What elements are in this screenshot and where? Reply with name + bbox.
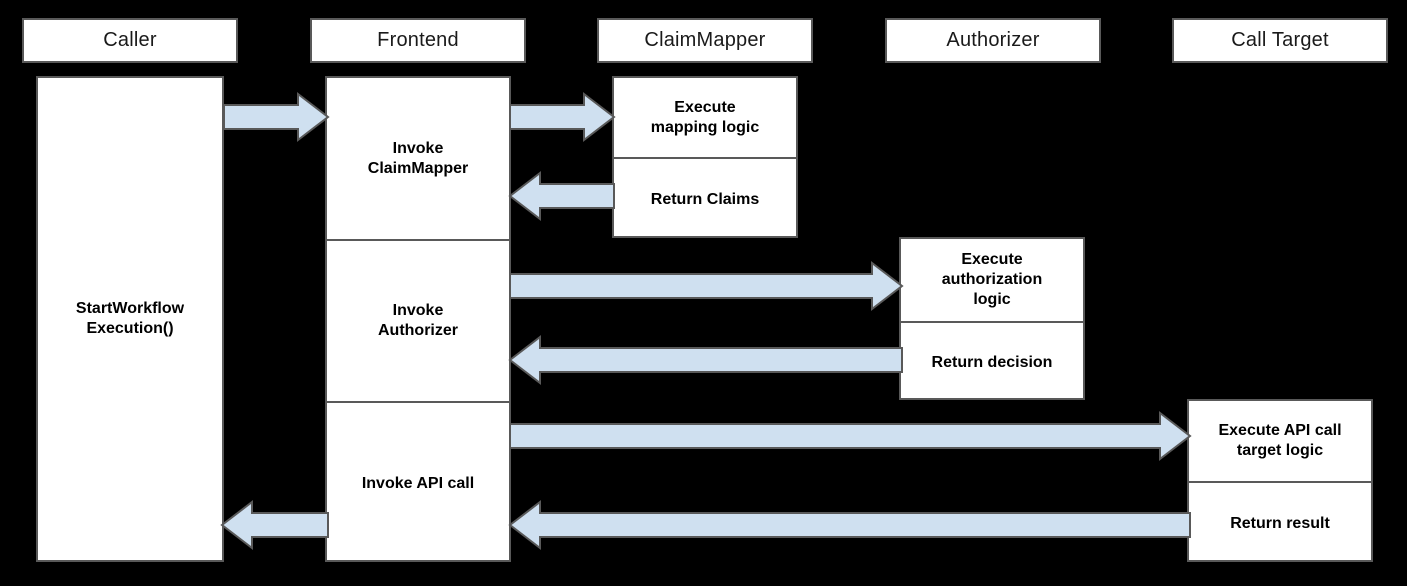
message-arrow-frontend-to-caller — [220, 499, 329, 551]
message-arrow-claimmapper-to-frontend — [508, 170, 615, 222]
message-arrow-frontend-to-calltarget — [509, 410, 1192, 462]
lane-header-frontend-label: Frontend — [377, 29, 459, 51]
lane-header-frontend: Frontend — [310, 18, 526, 63]
activation-authorizer-cell-return-decision: Return decision — [901, 321, 1083, 402]
activation-frontend-cell-invoke-api-call: Invoke API call — [327, 401, 509, 564]
lane-header-caller-label: Caller — [103, 29, 157, 51]
message-arrow-frontend-to-authorizer — [509, 260, 904, 312]
message-arrow-frontend-to-claimmapper — [509, 91, 616, 143]
message-arrow-authorizer-to-frontend — [508, 334, 903, 386]
lane-header-claimmapper-label: ClaimMapper — [644, 29, 766, 51]
lane-header-authorizer: Authorizer — [885, 18, 1101, 63]
lane-header-calltarget-label: Call Target — [1231, 29, 1329, 51]
lane-header-calltarget: Call Target — [1172, 18, 1388, 63]
lane-header-caller: Caller — [22, 18, 238, 63]
message-arrow-caller-to-frontend — [223, 91, 330, 143]
activation-claimmapper-cell-return-claims: Return Claims — [614, 157, 796, 240]
message-arrow-calltarget-to-frontend — [508, 499, 1191, 551]
lane-header-authorizer-label: Authorizer — [946, 29, 1040, 51]
lane-header-claimmapper: ClaimMapper — [597, 18, 813, 63]
activation-calltarget-cell-return-result: Return result — [1189, 481, 1371, 564]
